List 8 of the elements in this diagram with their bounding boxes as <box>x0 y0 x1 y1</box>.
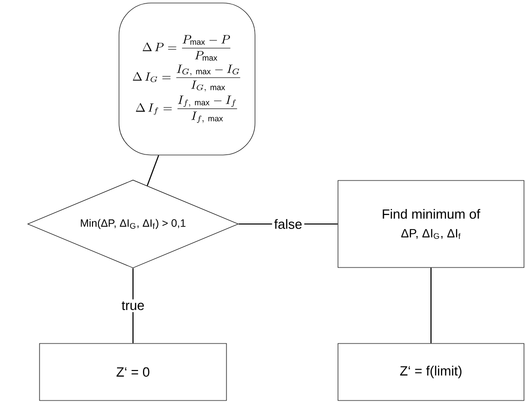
edge-label: true <box>120 299 146 312</box>
edge-label: false <box>272 217 304 231</box>
process-box: Z‘ = 0 <box>39 343 227 401</box>
connector-line <box>430 268 432 344</box>
connector-line <box>146 155 160 186</box>
formula-box: $\Delta\, P = \frac{P_{\mathrm{max}} - P}{P_{\mathrm{max}}}$ $\Delta\, I_{G} = \frac{I_{G,\ \mathrm{max}} - I_{G}}{I_{G,\ \mathrm{max}}}$ $\Delta\, I_{f} = \frac{I_{f,\ \mathrm{max}} - I_{f}}{I_{f,\ \mathrm{max}}}$ <box>118 2 256 156</box>
process-box: Find minimum of ΔP, ΔI$_{G}$, ΔI$_{f}$ <box>338 180 524 268</box>
process-box: Z‘ = f(limit) <box>338 343 524 401</box>
